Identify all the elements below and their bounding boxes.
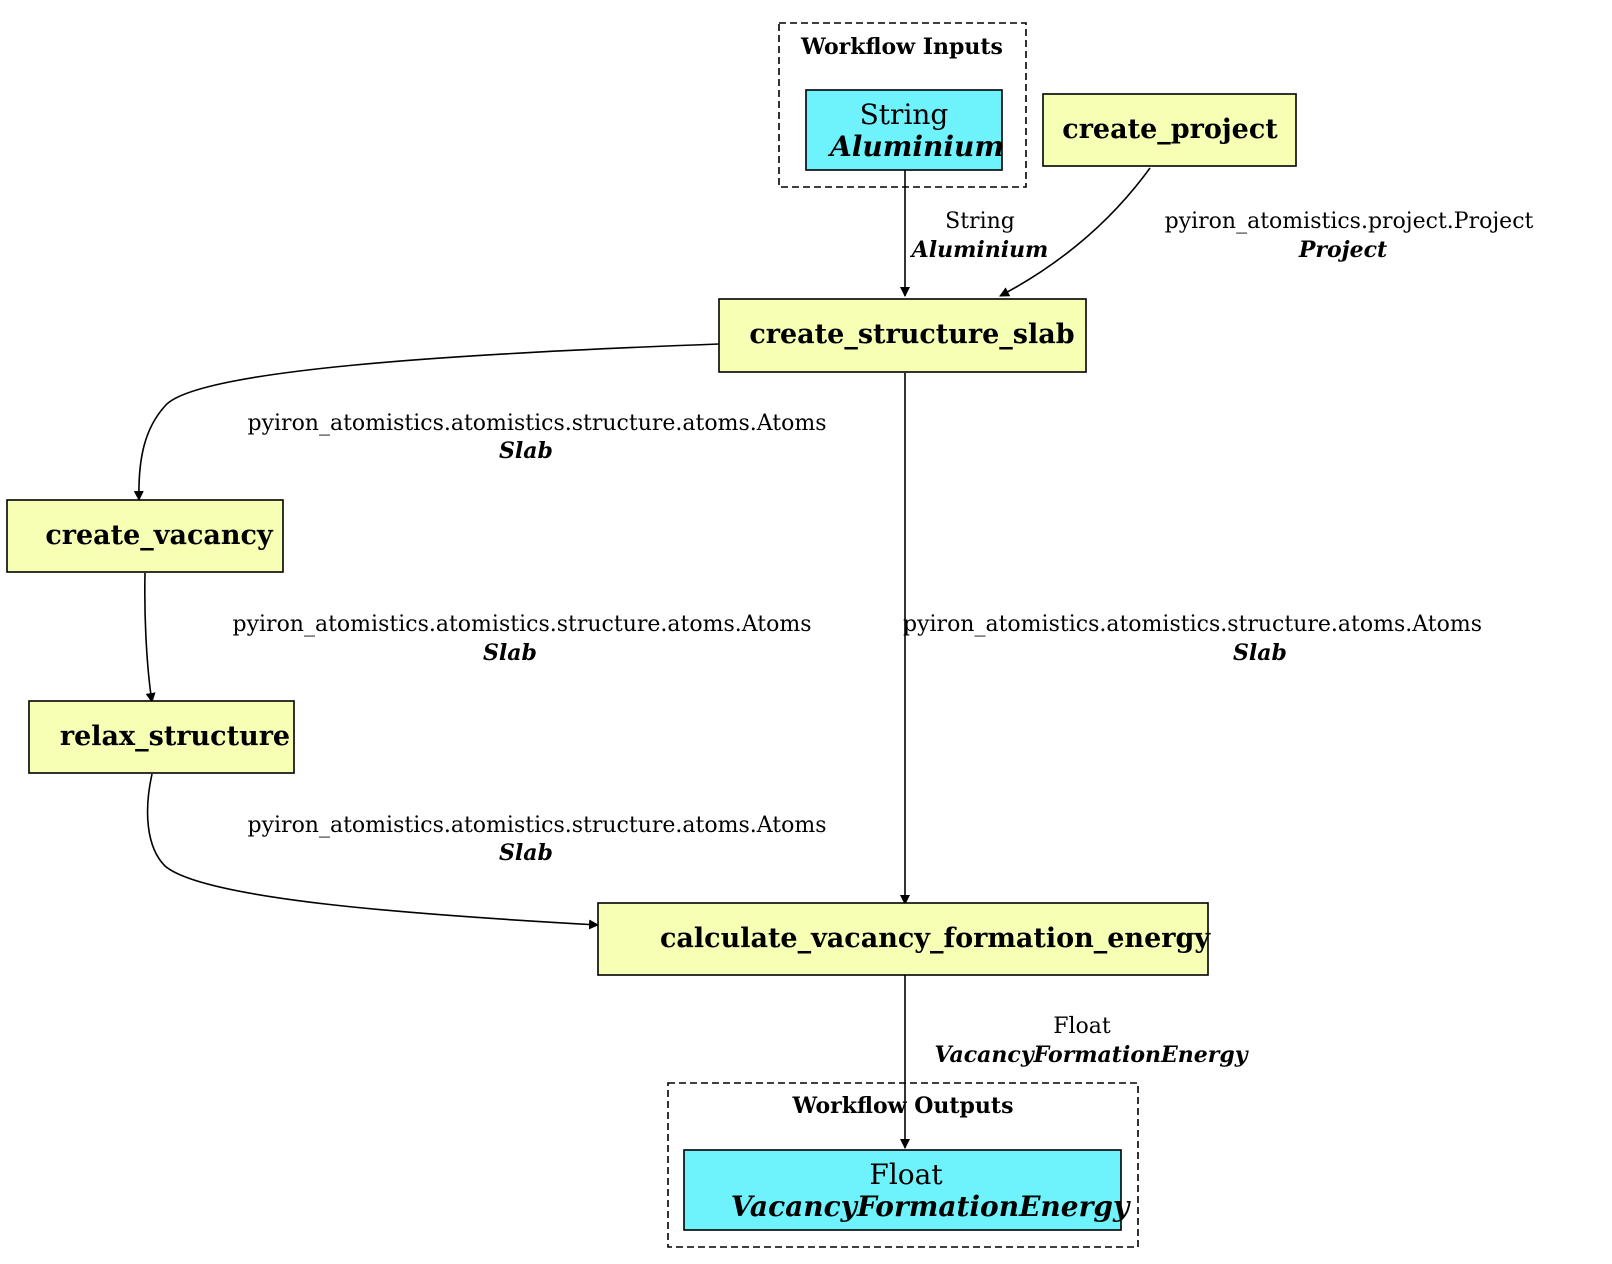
edges bbox=[133, 167, 1151, 1149]
edge-relax-to-calc bbox=[146, 773, 599, 930]
edge-vacancy-to-relax bbox=[144, 572, 156, 703]
edge-label-name: Slab bbox=[483, 640, 537, 666]
edge-label-type: String bbox=[945, 209, 1015, 234]
node-type-label: String bbox=[860, 98, 949, 131]
node-create-structure-slab[interactable]: create_structure_slab bbox=[718, 298, 1087, 373]
edge-slab-to-vacancy bbox=[133, 343, 720, 501]
edge-project-to-slab bbox=[999, 167, 1151, 297]
edge-label-type: pyiron_atomistics.atomistics.structure.a… bbox=[903, 612, 1482, 637]
edge-label-name: Slab bbox=[499, 840, 553, 866]
node-output-float[interactable]: Float VacancyFormationEnergy bbox=[683, 1149, 1131, 1231]
edge-label-name: Aluminium bbox=[910, 237, 1049, 263]
edge-label-name: VacancyFormationEnergy bbox=[934, 1042, 1249, 1068]
edge-label-type: pyiron_atomistics.atomistics.structure.a… bbox=[248, 813, 827, 838]
edge-label-slab-to-calc: pyiron_atomistics.atomistics.structure.a… bbox=[903, 612, 1482, 666]
edge-label-slab-to-vacancy: pyiron_atomistics.atomistics.structure.a… bbox=[248, 411, 827, 464]
node-label: create_vacancy bbox=[45, 520, 274, 551]
edge-label-type: Float bbox=[1053, 1014, 1111, 1039]
edge-label-name: Project bbox=[1298, 237, 1387, 263]
node-calculate-vacancy-formation-energy[interactable]: calculate_vacancy_formation_energy bbox=[597, 902, 1211, 976]
edge-label-type: pyiron_atomistics.project.Project bbox=[1165, 209, 1534, 234]
node-name-label: VacancyFormationEnergy bbox=[731, 1190, 1131, 1223]
edge-label-name: Slab bbox=[1233, 640, 1287, 666]
edge-label-input-to-slab: String Aluminium bbox=[910, 209, 1049, 263]
edge-label-name: Slab bbox=[499, 438, 553, 464]
node-label: create_structure_slab bbox=[749, 319, 1074, 350]
cluster-workflow-inputs: Workflow Inputs bbox=[778, 22, 1027, 188]
cluster-inputs-title: Workflow Inputs bbox=[800, 34, 1003, 60]
edge-label-relax-to-calc: pyiron_atomistics.atomistics.structure.a… bbox=[248, 813, 827, 866]
edge-label-type: pyiron_atomistics.atomistics.structure.a… bbox=[248, 411, 827, 436]
node-name-label: Aluminium bbox=[827, 130, 1004, 163]
edge-label-calc-to-output: Float VacancyFormationEnergy bbox=[934, 1014, 1249, 1068]
node-label: create_project bbox=[1062, 114, 1278, 145]
edge-label-vacancy-to-relax: pyiron_atomistics.atomistics.structure.a… bbox=[233, 612, 812, 666]
node-create-vacancy[interactable]: create_vacancy bbox=[6, 499, 284, 573]
edge-label-type: pyiron_atomistics.atomistics.structure.a… bbox=[233, 612, 812, 637]
node-label: relax_structure bbox=[60, 721, 290, 752]
edge-label-project-to-slab: pyiron_atomistics.project.Project Projec… bbox=[1165, 209, 1534, 263]
node-create-project[interactable]: create_project bbox=[1042, 93, 1297, 167]
node-input-string[interactable]: String Aluminium bbox=[805, 89, 1004, 171]
node-label: calculate_vacancy_formation_energy bbox=[660, 923, 1211, 954]
node-relax-structure[interactable]: relax_structure bbox=[28, 700, 295, 774]
cluster-outputs-title: Workflow Outputs bbox=[792, 1093, 1014, 1119]
node-type-label: Float bbox=[869, 1158, 943, 1191]
cluster-workflow-outputs: Workflow Outputs bbox=[667, 1082, 1139, 1248]
